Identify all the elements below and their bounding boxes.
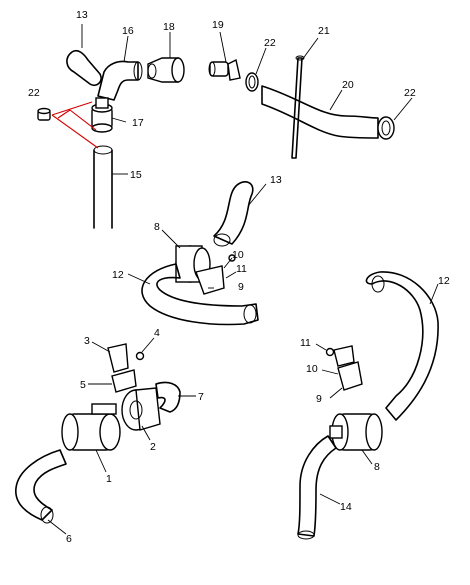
bracket-9-10-right bbox=[333, 345, 363, 391]
breather-18 bbox=[147, 57, 185, 83]
hose-13-middle bbox=[213, 181, 254, 247]
valve-17 bbox=[91, 97, 113, 133]
callout-17: 17 bbox=[132, 117, 144, 129]
hose-14 bbox=[297, 435, 337, 540]
callout-3: 3 bbox=[84, 335, 90, 347]
filter-8-right bbox=[329, 413, 383, 451]
clamp-5 bbox=[111, 369, 137, 393]
bracket-3 bbox=[107, 343, 129, 373]
callout-1: 1 bbox=[106, 473, 112, 485]
callout-9-middle: 9 bbox=[238, 281, 244, 293]
hose-7 bbox=[155, 381, 181, 413]
grommet-22-left bbox=[37, 107, 51, 121]
callout-10-right: 10 bbox=[306, 363, 318, 375]
callout-6: 6 bbox=[66, 533, 72, 545]
callout-14: 14 bbox=[340, 501, 352, 513]
filter-2 bbox=[121, 387, 161, 431]
callout-7: 7 bbox=[198, 391, 204, 403]
callout-2: 2 bbox=[150, 441, 156, 453]
callout-12-right: 12 bbox=[438, 275, 450, 287]
clip-22-mid bbox=[245, 72, 259, 92]
callout-22-right: 22 bbox=[404, 87, 416, 99]
hose-16 bbox=[97, 60, 143, 101]
callout-4: 4 bbox=[154, 327, 160, 339]
callout-18: 18 bbox=[163, 21, 175, 33]
hose-20 bbox=[261, 85, 379, 139]
callouts: 13 16 18 19 22 21 22 17 20 22 15 13 8 10… bbox=[28, 9, 450, 545]
bolt-11-right bbox=[325, 347, 335, 357]
callout-13-middle: 13 bbox=[270, 174, 282, 186]
callout-22-left: 22 bbox=[28, 87, 40, 99]
hose-6 bbox=[15, 449, 67, 524]
grommet-22-right bbox=[377, 116, 395, 140]
hose-15 bbox=[93, 145, 113, 229]
callout-11-middle: 11 bbox=[236, 263, 247, 275]
fitting-19 bbox=[208, 58, 241, 81]
callout-11-right: 11 bbox=[300, 337, 311, 349]
callout-12-middle: 12 bbox=[112, 269, 124, 281]
callout-8-right: 8 bbox=[374, 461, 380, 473]
callout-16: 16 bbox=[122, 25, 134, 37]
callout-8-middle: 8 bbox=[154, 221, 160, 233]
hose-12-right bbox=[365, 271, 439, 421]
callout-9-right: 9 bbox=[316, 393, 322, 405]
callout-10-middle: 10 bbox=[232, 249, 244, 261]
leader-lines bbox=[47, 24, 439, 535]
bolt-4 bbox=[135, 351, 145, 361]
callout-13-top: 13 bbox=[76, 9, 88, 21]
hose-13-top bbox=[66, 49, 102, 87]
callout-5: 5 bbox=[80, 379, 86, 391]
leader-lines-red bbox=[51, 101, 99, 149]
filter-1 bbox=[61, 403, 121, 451]
callout-20: 20 bbox=[342, 79, 354, 91]
callout-19: 19 bbox=[212, 19, 224, 31]
callout-15: 15 bbox=[130, 169, 142, 181]
hose-12-middle bbox=[141, 263, 259, 326]
pipe-21 bbox=[291, 55, 305, 159]
callout-21: 21 bbox=[318, 25, 330, 37]
callout-22-mid: 22 bbox=[264, 37, 276, 49]
